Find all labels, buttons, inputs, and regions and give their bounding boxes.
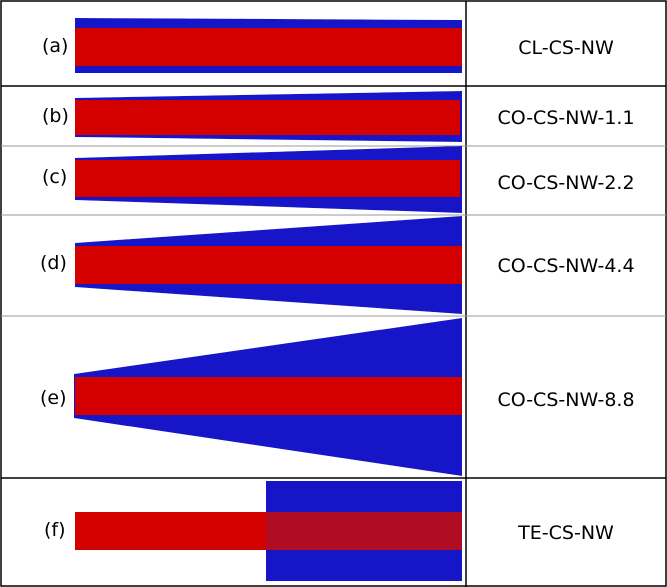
row-name: CO-CS-NW-8.8	[497, 389, 634, 411]
nanowire-cone	[75, 216, 462, 314]
row-c: (c) CO-CS-NW-2.2	[42, 146, 635, 213]
row-d: (d) CO-CS-NW-4.4	[40, 216, 635, 314]
row-tag: (d)	[40, 252, 67, 274]
core	[75, 100, 460, 135]
row-name: CO-CS-NW-1.1	[497, 107, 634, 129]
row-tag: (e)	[40, 387, 67, 409]
row-tag: (b)	[42, 105, 69, 127]
row-tag: (f)	[44, 519, 66, 541]
core	[75, 160, 460, 197]
row-name: TE-CS-NW	[517, 522, 614, 544]
row-e: (e) CO-CS-NW-8.8	[40, 318, 635, 476]
core	[75, 512, 270, 550]
core	[75, 246, 462, 284]
core	[75, 28, 462, 66]
row-name: CL-CS-NW	[518, 37, 614, 59]
row-b: (b) CO-CS-NW-1.1	[42, 91, 635, 142]
row-a: (a) CL-CS-NW	[42, 18, 614, 73]
row-f: (f) TE-CS-NW	[44, 481, 614, 581]
row-tag: (c)	[42, 166, 67, 188]
nanowire-telescope	[75, 481, 462, 581]
nanowire-cone	[75, 146, 462, 213]
row-name: CO-CS-NW-4.4	[497, 255, 634, 277]
row-name: CO-CS-NW-2.2	[497, 172, 634, 194]
row-tag: (a)	[42, 35, 68, 57]
nanowire-cylinder	[75, 18, 462, 73]
nanowire-cone	[75, 91, 462, 142]
core	[75, 377, 462, 415]
core-overlap	[266, 512, 462, 550]
nanowire-cone	[74, 318, 462, 476]
